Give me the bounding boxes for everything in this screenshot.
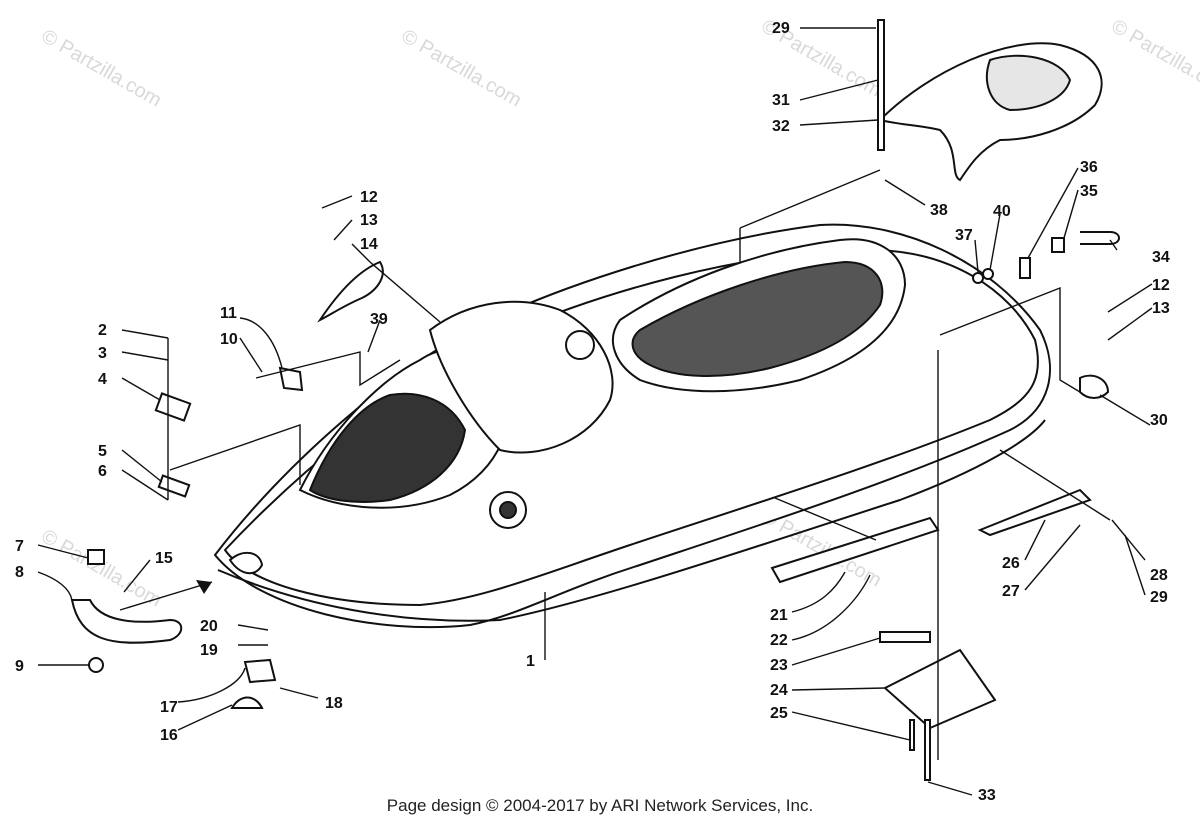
reboard-26 bbox=[977, 488, 1092, 537]
callout-7: 7 bbox=[15, 538, 24, 555]
callout-32: 32 bbox=[772, 118, 790, 135]
watermark-text: © Partzilla.com bbox=[398, 25, 526, 111]
callout-6: 6 bbox=[98, 463, 107, 480]
callout-5: 5 bbox=[98, 443, 107, 460]
hull-port-inner bbox=[499, 501, 517, 519]
washer-40 bbox=[982, 268, 994, 280]
callout-11: 11 bbox=[220, 305, 237, 322]
front-storage-opening bbox=[308, 392, 467, 503]
callout-10: 10 bbox=[220, 331, 238, 348]
u-bolt-34 bbox=[1080, 231, 1120, 245]
callout-34: 34 bbox=[1152, 249, 1170, 266]
callout-12: 12 bbox=[360, 189, 378, 206]
callout-12-right: 12 bbox=[1152, 277, 1170, 294]
nut-37 bbox=[972, 272, 984, 284]
left-vent-14 bbox=[317, 260, 384, 323]
bow-tip bbox=[228, 551, 264, 575]
watermark-text: © Partzilla.com bbox=[38, 525, 166, 611]
bolt-25 bbox=[909, 719, 915, 751]
callout-40: 40 bbox=[993, 203, 1011, 220]
callout-35: 35 bbox=[1080, 183, 1098, 200]
callout-30: 30 bbox=[1150, 412, 1168, 429]
clamp-30 bbox=[1079, 374, 1110, 399]
callout-23: 23 bbox=[770, 657, 788, 674]
callout-1: 1 bbox=[526, 653, 535, 670]
callout-31: 31 bbox=[772, 92, 790, 109]
callout-labels: 1 2 3 4 5 6 7 8 9 10 11 12 13 14 15 16 1… bbox=[15, 20, 1170, 804]
callout-33: 33 bbox=[978, 787, 996, 804]
callout-37: 37 bbox=[955, 227, 973, 244]
callout-28: 28 bbox=[1150, 567, 1168, 584]
callout-9: 9 bbox=[15, 658, 24, 675]
callout-20: 20 bbox=[200, 618, 218, 635]
callout-13-right: 13 bbox=[1152, 300, 1170, 317]
bracket-36 bbox=[1019, 257, 1031, 279]
callout-16: 16 bbox=[160, 727, 178, 744]
callout-27: 27 bbox=[1002, 583, 1020, 600]
callout-18: 18 bbox=[325, 695, 343, 712]
callout-36: 36 bbox=[1080, 159, 1098, 176]
hull bbox=[213, 223, 1051, 629]
bolt-33 bbox=[924, 719, 931, 781]
callout-39: 39 bbox=[370, 311, 388, 328]
hull-body bbox=[213, 223, 1051, 629]
callout-19: 19 bbox=[200, 642, 218, 659]
callout-15: 15 bbox=[155, 550, 173, 567]
watermark-text: © Partzilla.com bbox=[38, 25, 166, 111]
block-23 bbox=[879, 631, 931, 643]
arrow-head bbox=[196, 580, 212, 594]
watermark-text: © Partzilla.com bbox=[1108, 15, 1200, 101]
callout-21: 21 bbox=[770, 607, 788, 624]
callout-13: 13 bbox=[360, 212, 378, 229]
bracket-4 bbox=[154, 392, 192, 422]
bracket-5 bbox=[157, 474, 191, 498]
callout-29: 29 bbox=[1150, 589, 1168, 606]
callout-14: 14 bbox=[360, 236, 378, 253]
callout-25: 25 bbox=[770, 705, 788, 722]
hull-chine bbox=[217, 419, 1046, 622]
bumper-8 bbox=[70, 599, 183, 644]
callout-8: 8 bbox=[15, 564, 24, 581]
callout-29-top: 29 bbox=[772, 20, 790, 37]
callout-22: 22 bbox=[770, 632, 788, 649]
clip-17 bbox=[243, 658, 277, 684]
callout-4: 4 bbox=[98, 371, 107, 388]
seat-assembly bbox=[878, 42, 1103, 182]
callout-38: 38 bbox=[930, 202, 948, 219]
plate-24 bbox=[883, 648, 997, 730]
seat-well-inner bbox=[631, 260, 884, 377]
cap-16 bbox=[230, 696, 264, 709]
page-footer: Page design © 2004-2017 by ARI Network S… bbox=[386, 796, 814, 815]
callout-2: 2 bbox=[98, 322, 107, 339]
clip-11 bbox=[278, 366, 304, 392]
seat-pad bbox=[985, 54, 1072, 112]
small-parts bbox=[70, 19, 1120, 781]
bolt-29-top bbox=[877, 19, 885, 151]
link-35 bbox=[1051, 237, 1065, 253]
callout-17: 17 bbox=[160, 699, 178, 716]
callout-3: 3 bbox=[98, 345, 107, 362]
fuel-cap bbox=[565, 330, 595, 360]
callout-24: 24 bbox=[770, 682, 788, 699]
callout-26: 26 bbox=[1002, 555, 1020, 572]
leader-lines bbox=[37, 27, 1153, 796]
nut-9 bbox=[88, 657, 104, 673]
grommet-7 bbox=[87, 549, 105, 565]
